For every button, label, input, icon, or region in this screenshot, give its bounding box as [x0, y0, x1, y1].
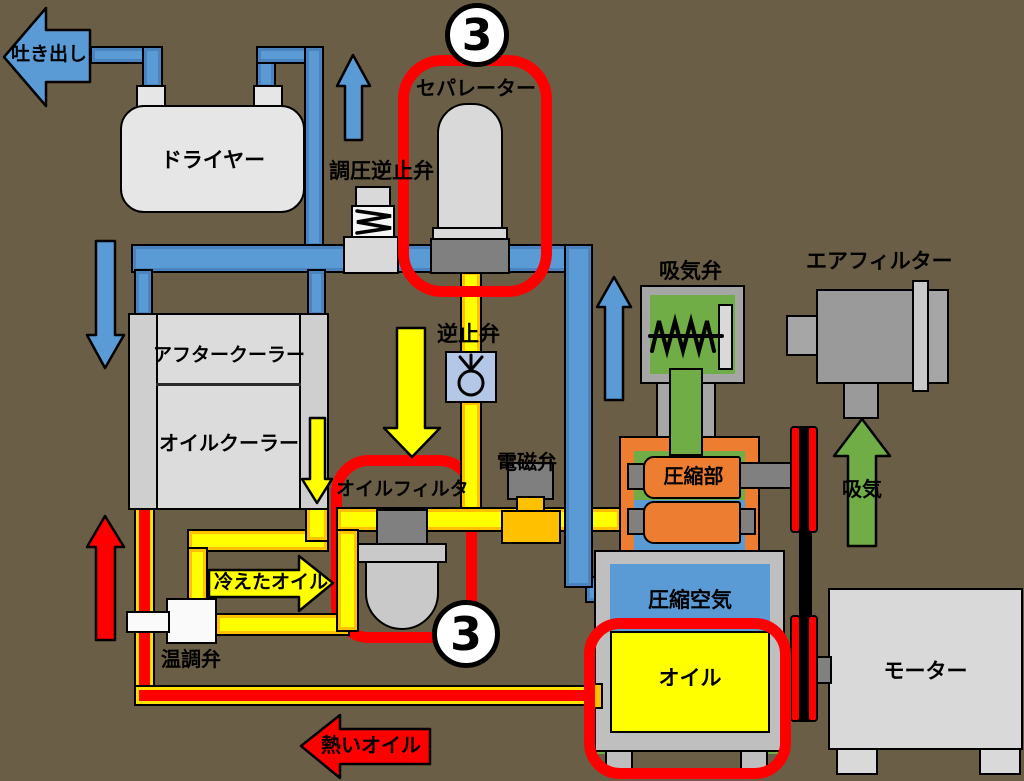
- oil-down-arrow-big: [382, 326, 442, 459]
- tempvalve-right-pipe: [215, 613, 350, 636]
- dryer-label: ドライヤー: [160, 148, 266, 172]
- discharge-pipe-v: [142, 46, 163, 89]
- cooler-inlet-right: [307, 269, 326, 317]
- cooler-inlet-left: [134, 269, 153, 317]
- pulley-upper-bar-1: [790, 426, 801, 533]
- intake-valve-disc: [718, 304, 733, 370]
- oil-filter-bowl: [365, 561, 439, 630]
- top-link-pipe-v: [304, 46, 324, 248]
- oil-tank-highlight: [584, 618, 791, 779]
- oil-filter-label: オイルフィルタ: [336, 478, 469, 500]
- intake-label: 吸気: [842, 477, 882, 501]
- discharge-pipe-h: [90, 46, 147, 64]
- aftercooler-label: アフタークーラー: [152, 344, 305, 366]
- filter-branch-pipe: [336, 529, 359, 632]
- badge-text: 3: [461, 9, 493, 61]
- air-up-arrow-right: [595, 275, 633, 402]
- compression-unit-label: 圧縮部: [663, 464, 724, 488]
- oil-filter-flange: [357, 543, 447, 563]
- cooler-column-left: [128, 313, 158, 510]
- compressor-rotor-upper: [643, 456, 741, 499]
- cooled-oil-label: 冷えたオイル: [214, 571, 329, 593]
- hot-oil-bottom-pipe: [134, 685, 594, 706]
- temp-valve-body: [166, 598, 217, 644]
- badge-text: 3: [449, 607, 482, 661]
- cooler-divider: [156, 383, 301, 386]
- prv-cap: [355, 186, 391, 207]
- air-filter-intake-stub: [843, 380, 879, 419]
- hot-oil-label: 熱いオイル: [321, 733, 421, 757]
- solenoid-base: [501, 510, 561, 544]
- compressor-rotor-lower: [643, 501, 741, 544]
- temp-valve-tab: [126, 611, 170, 633]
- air-filter-end-plate: [912, 280, 929, 392]
- prv-base: [343, 236, 399, 274]
- prv-spring-housing: [351, 205, 395, 238]
- air-filter-body: [816, 289, 917, 384]
- tempvalve-top-pipe: [187, 547, 208, 603]
- pulley-lower-bar-2: [807, 615, 818, 722]
- oil-filter-cap: [376, 509, 428, 547]
- oil-sump: [610, 631, 770, 733]
- check-valve-body: [445, 351, 497, 403]
- solenoid-coil-box: [507, 462, 554, 500]
- hot-oil-riser-pipe: [134, 505, 155, 706]
- motor-foot-left: [836, 748, 878, 775]
- solenoid-valve-label: 電磁弁: [497, 450, 557, 474]
- separator-number-badge: 3: [445, 3, 509, 67]
- prv-label: 調圧逆止弁: [329, 159, 434, 183]
- separator-label: セパレーター: [416, 76, 536, 100]
- air-up-arrow-top: [335, 53, 372, 142]
- hot-oil-up-arrow: [85, 514, 126, 642]
- intake-valve-label: 吸気弁: [659, 259, 722, 283]
- intake-air-pipe: [669, 368, 703, 456]
- oil-label: オイル: [658, 666, 722, 690]
- discharge-label: 吐き出し: [11, 43, 88, 65]
- air-filter-label: エアフィルター: [806, 249, 953, 273]
- motor-foot-right: [979, 748, 1021, 775]
- cooler-column-right: [299, 313, 329, 510]
- separator-vessel: [437, 103, 503, 231]
- check-valve-label: 逆止弁: [437, 322, 500, 346]
- motor-label: モーター: [883, 659, 968, 683]
- pulley-lower-bar-1: [790, 615, 801, 722]
- dryer-body: [120, 105, 305, 213]
- oil-filter-number-badge: 3: [432, 600, 500, 668]
- tank-riser-pipe: [564, 244, 593, 588]
- air-down-arrow-left: [85, 239, 126, 370]
- motor-body: [828, 588, 1023, 750]
- oil-cooler-label: オイルクーラー: [159, 431, 299, 455]
- pulley-upper-bar-2: [807, 426, 818, 533]
- rotor-drive-shaft: [738, 462, 794, 489]
- air-filter-connector: [786, 315, 820, 356]
- compressed-air-label: 圧縮空気: [648, 588, 732, 612]
- temp-valve-label: 温調弁: [161, 647, 221, 671]
- air-filter-knob: [927, 289, 949, 384]
